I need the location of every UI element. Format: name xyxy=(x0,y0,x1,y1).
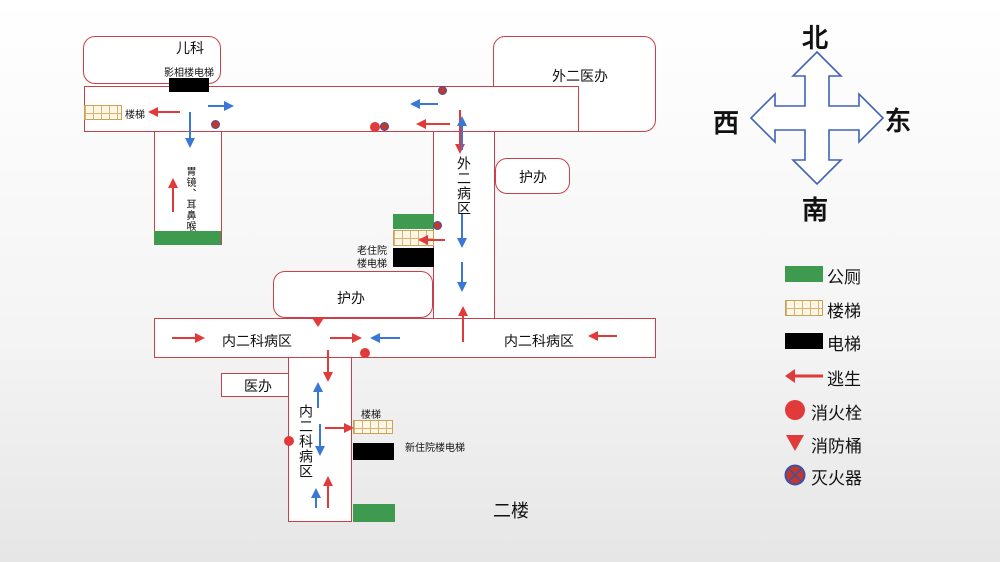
new-inpatient-elevator xyxy=(353,443,394,460)
legend-hydrant-icon xyxy=(785,400,805,420)
internal2-ward-south-label: 内二科病区 xyxy=(297,404,313,479)
fire-bucket xyxy=(312,318,324,327)
surgery2-office-label: 外二医办 xyxy=(552,69,608,85)
legend-escape-arrow-icon xyxy=(785,369,823,383)
compass-west: 西 xyxy=(713,109,740,139)
legend-extinguisher-label: 灭火器 xyxy=(811,469,862,489)
old-inpatient-elevator xyxy=(393,248,434,267)
legend-bucket-label: 消防桶 xyxy=(811,437,862,457)
legend-hydrant-label: 消火栓 xyxy=(811,404,862,424)
stairs-nw-label: 楼梯 xyxy=(125,110,145,121)
toilet-south xyxy=(353,504,395,522)
fire-hydrant xyxy=(360,348,370,358)
legend-bucket-icon xyxy=(786,435,804,451)
legend-stairs-label: 楼梯 xyxy=(827,302,861,322)
fire-extinguisher xyxy=(433,221,442,230)
compass-east: 东 xyxy=(885,107,912,137)
internal2-ward-east-label: 内二科病区 xyxy=(504,334,574,350)
fire-hydrant xyxy=(370,122,380,132)
nurse-office-east-room xyxy=(495,158,570,194)
legend-toilet-swatch xyxy=(785,266,823,282)
legend-escape-label: 逃生 xyxy=(827,370,861,390)
nurse-office-center-label: 护办 xyxy=(337,291,365,307)
imaging-elevator xyxy=(169,78,209,92)
doctor-office-room xyxy=(221,373,289,397)
compass-rose xyxy=(749,50,885,186)
legend-toilet-label: 公厕 xyxy=(827,268,861,288)
compass-north: 北 xyxy=(802,24,829,54)
nurse-office-center-room xyxy=(273,271,433,318)
central-corridor xyxy=(154,318,656,358)
compass-south: 南 xyxy=(802,196,829,226)
gastro-ent-label: 胃镜、耳鼻喉 xyxy=(184,166,195,232)
stairs-south xyxy=(353,420,393,434)
doctor-office-label: 医办 xyxy=(244,379,272,395)
west-branch-corridor xyxy=(154,131,222,245)
legend-stairs-swatch xyxy=(785,300,823,316)
internal2-ward-west-label: 内二科病区 xyxy=(222,334,292,350)
pediatrics-room xyxy=(83,36,221,84)
nurse-office-east-label: 护办 xyxy=(519,170,547,186)
legend-elevator-swatch xyxy=(785,333,823,349)
fire-hydrant xyxy=(284,436,294,446)
floor-label: 二楼 xyxy=(493,501,529,522)
stairs-south-label: 楼梯 xyxy=(361,410,381,421)
imaging-elevator-label: 影相楼电梯 xyxy=(164,68,214,79)
pediatrics-label: 儿科 xyxy=(176,41,204,57)
stairs-nw xyxy=(84,105,122,120)
surgery2-ward-label: 外二病区 xyxy=(455,156,471,216)
north-corridor xyxy=(84,86,579,132)
old-inpatient-elevator-label: 老住院楼电梯 xyxy=(357,246,387,270)
legend-elevator-label: 电梯 xyxy=(827,335,861,355)
toilet-west xyxy=(154,231,221,245)
fire-extinguisher xyxy=(438,86,447,95)
legend-extinguisher-icon xyxy=(784,464,806,486)
fire-extinguisher xyxy=(211,120,220,129)
fire-extinguisher xyxy=(380,122,389,131)
toilet-old-building xyxy=(393,214,434,229)
new-inpatient-elevator-label: 新住院楼电梯 xyxy=(405,443,465,454)
